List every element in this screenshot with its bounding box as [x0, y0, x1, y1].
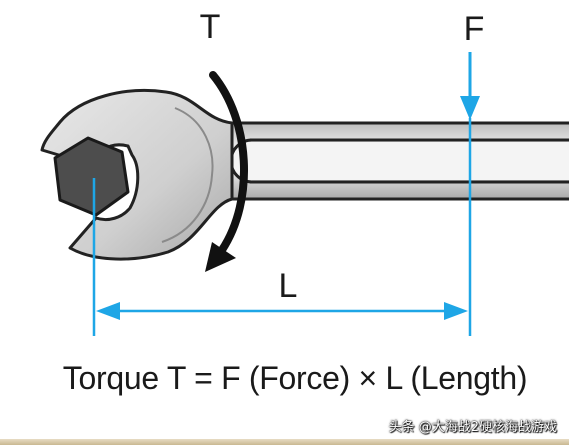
wrench-head: [40, 88, 234, 261]
torque-rotation-arrow: [205, 71, 248, 272]
torque-formula: Torque T = F (Force) × L (Length): [62, 360, 528, 396]
length-arrow-right: [444, 302, 468, 320]
hex-nut: [53, 136, 130, 217]
wrench-handle: [228, 121, 569, 201]
watermark: 头条 @大海战2硬核海战游戏: [388, 420, 557, 435]
length-arrow-left: [96, 302, 120, 320]
force-arrow-head: [460, 96, 480, 120]
dimension-lines: [92, 52, 480, 336]
bottom-border: [0, 439, 569, 445]
torque-label: T: [200, 8, 221, 46]
length-label: L: [279, 267, 298, 305]
force-label: F: [464, 10, 485, 48]
